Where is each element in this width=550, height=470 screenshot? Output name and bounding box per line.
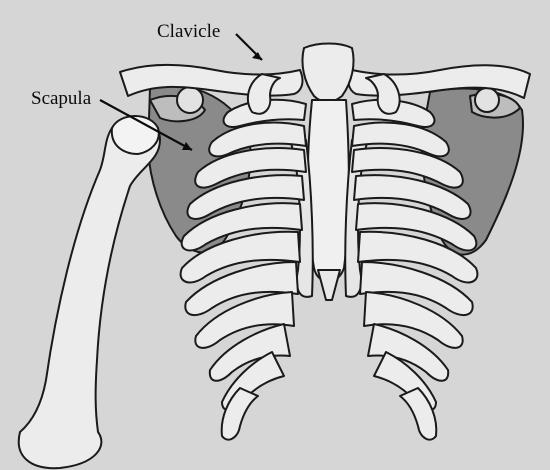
scapula-leader-line: [100, 100, 192, 150]
clavicle-label: Clavicle: [157, 22, 220, 41]
clavicle-leader-arrowhead: [252, 52, 262, 60]
scapula-label: Scapula: [31, 89, 91, 108]
